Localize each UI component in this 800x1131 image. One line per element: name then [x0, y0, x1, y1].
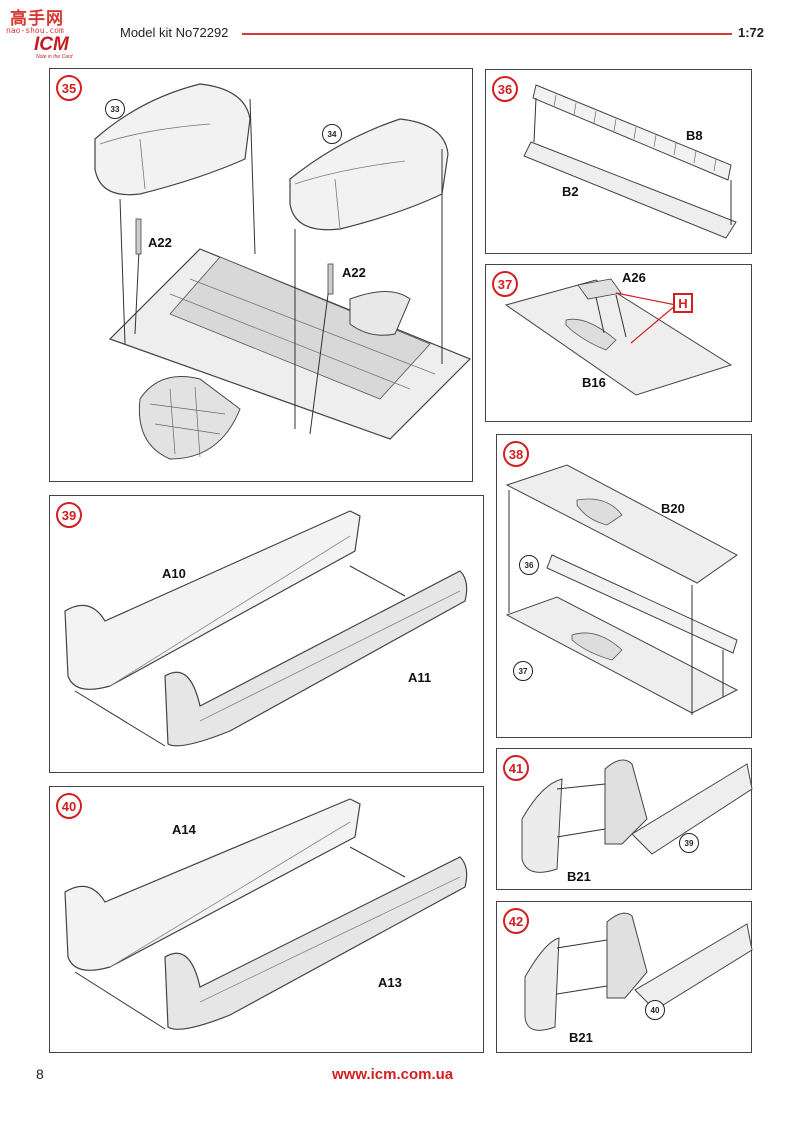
step-37-marker-h: H	[673, 293, 693, 313]
step-40-panel: 40 A14 A13	[49, 786, 484, 1053]
step-38-ref-36: 36	[519, 555, 539, 575]
step-40-label-a14: A14	[172, 822, 196, 837]
step-40-drawing	[64, 798, 468, 1030]
step-42-panel: 42 B21 40	[496, 901, 753, 1053]
step-38-label-b20: B20	[661, 501, 685, 516]
step-37-drawing	[504, 278, 733, 396]
step-39-drawing	[64, 510, 468, 747]
a13-fuselage-half	[164, 856, 468, 1030]
step-39-label-a11: A11	[408, 670, 432, 685]
footer-url[interactable]: www.icm.com.ua	[332, 1066, 454, 1083]
step-37-label-b16: B16	[582, 375, 606, 390]
step-39-badge: 39	[56, 502, 82, 528]
step-35-label-a22-right: A22	[342, 265, 366, 280]
assembly-37	[505, 596, 739, 714]
step-35-label-a22-left: A22	[148, 235, 172, 250]
scale-label: 1:72	[738, 25, 765, 40]
step-41-drawing	[521, 759, 753, 873]
flap-part-36	[546, 554, 738, 654]
step-39-panel: 39 A10 A11	[49, 495, 484, 773]
step-39-label-a10: A10	[162, 566, 186, 581]
step-41-badge: 41	[503, 755, 529, 781]
step-41-label-b21: B21	[567, 869, 591, 884]
step-38-drawing	[505, 464, 739, 715]
header-rule	[242, 33, 732, 35]
step-36-label-b2: B2	[562, 184, 579, 199]
b16-part	[504, 279, 733, 396]
nacelle-left	[94, 83, 251, 196]
b21-rudder-part	[524, 937, 560, 1031]
b8-flap-part	[532, 84, 732, 181]
step-37-label-a26: A26	[622, 270, 646, 285]
step-35-ref-34: 34	[322, 124, 342, 144]
logo-brand: ICM	[34, 34, 69, 55]
a11-fuselage-half	[164, 570, 468, 747]
step-38-ref-37: 37	[513, 661, 533, 681]
step-40-badge: 40	[56, 793, 82, 819]
step-42-label-b21: B21	[569, 1030, 593, 1045]
icm-logo: 高手网 nao-shou.com ICM Note in the Card	[6, 4, 106, 60]
fin-part	[604, 759, 648, 845]
a14-fuselage-half	[64, 798, 361, 971]
logo-tagline: Note in the Card	[36, 54, 73, 60]
logo-top-text: 高手网	[10, 9, 64, 29]
step-41-panel: 41 B21 39	[496, 748, 753, 890]
b2-wing-part	[523, 141, 737, 239]
step-36-badge: 36	[492, 76, 518, 102]
a26-part	[577, 278, 622, 300]
b20-part	[505, 464, 738, 584]
step-42-ref-40: 40	[645, 1000, 665, 1020]
step-37-panel: 37 A26 B16 H	[485, 264, 752, 422]
nose-glazing	[138, 376, 241, 460]
step-38-panel: 38 B20 36 37	[496, 434, 752, 738]
step-42-drawing	[524, 912, 753, 1031]
step-36-panel: 36 B8 B2	[485, 69, 752, 254]
nacelle-right	[289, 118, 449, 231]
step-41-ref-39: 39	[679, 833, 699, 853]
step-40-label-a13: A13	[378, 975, 402, 990]
step-42-badge: 42	[503, 908, 529, 934]
step-35-drawing	[94, 83, 472, 460]
step-37-badge: 37	[492, 271, 518, 297]
step-35-panel: 35 33 34 A22 A22	[49, 68, 473, 482]
fin-part	[606, 912, 648, 999]
step-35-ref-33: 33	[105, 99, 125, 119]
page-number: 8	[36, 1066, 44, 1082]
logo-site-text: nao-shou.com	[6, 26, 64, 35]
step-36-drawing	[523, 84, 737, 239]
b21-rudder-part	[521, 778, 563, 873]
step-35-badge: 35	[56, 75, 82, 101]
header-title: Model kit No72292	[120, 25, 229, 40]
step-38-badge: 38	[503, 441, 529, 467]
step-36-label-b8: B8	[686, 128, 703, 143]
a10-fuselage-half	[64, 510, 361, 690]
